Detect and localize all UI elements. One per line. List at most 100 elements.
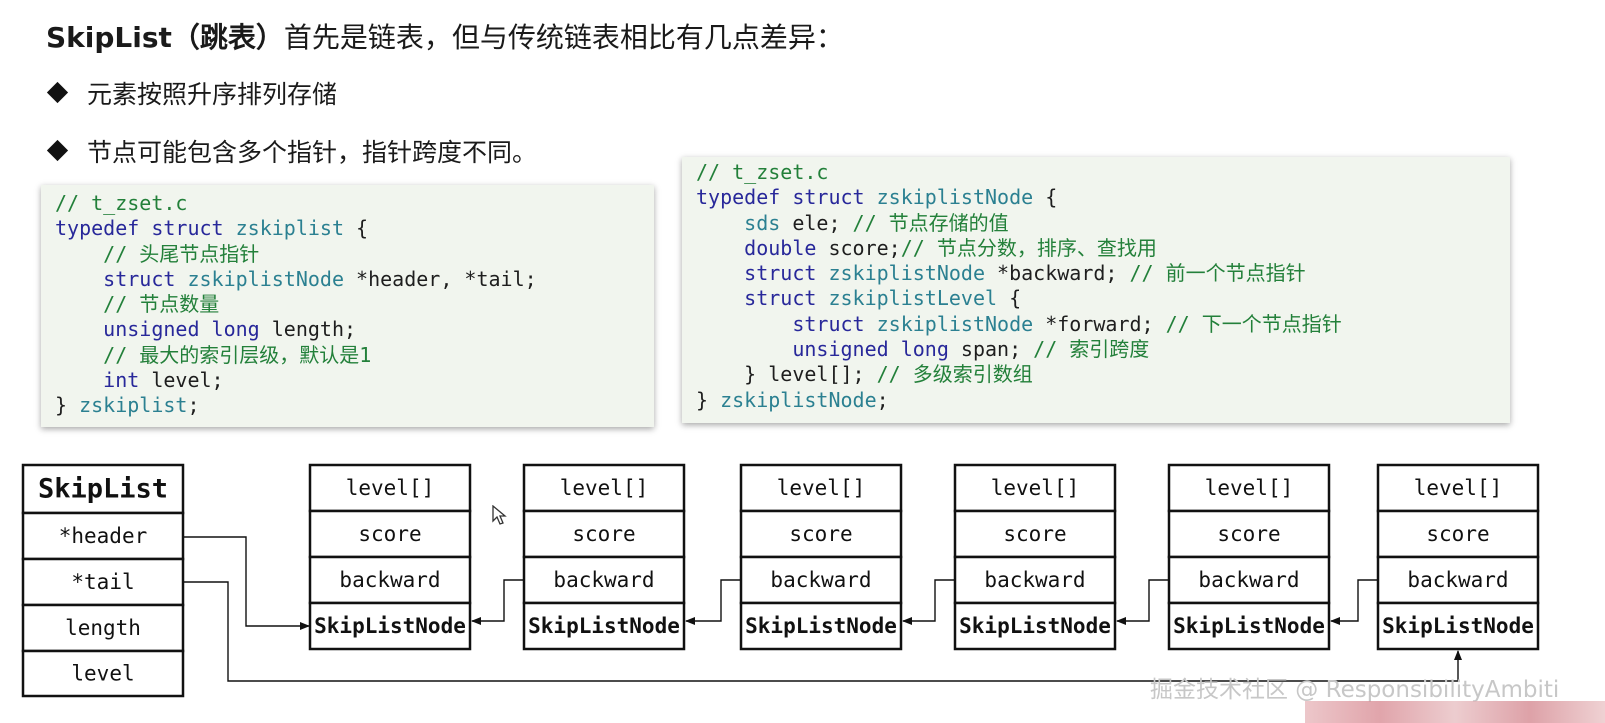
code-token: // 节点分数，排序、查找用 (900, 235, 1157, 260)
backward-pointer-arrow (1116, 579, 1169, 625)
code-token: struct (55, 266, 188, 291)
code-line: // t_zset.c (696, 160, 1510, 185)
code-token: score; (828, 235, 901, 260)
code-line: struct zskiplistNode *header, *tail; (55, 267, 654, 292)
node-field-label: score (572, 522, 635, 546)
skiplist-field-cell (21, 557, 185, 607)
node-field-label: backward (770, 568, 871, 592)
node-name-cell (522, 601, 686, 651)
code-token: // t_zset.c (55, 191, 188, 215)
page-heading: SkipList（跳表）首先是链表，但与传统链表相比有几点差异： (46, 20, 844, 56)
node-name-label: SkipListNode (528, 614, 680, 638)
code-token: double (696, 235, 829, 260)
code-token: // 前一个节点指针 (1129, 261, 1306, 286)
bullet-text: 元素按照升序排列存储 (87, 80, 338, 109)
node-field-label: level[] (991, 476, 1080, 500)
code-token: } level[]; (696, 362, 877, 387)
code-token: struct (696, 311, 877, 336)
code-line: } zskiplistNode; (696, 388, 1510, 413)
heading-bold: SkipList（跳表） (46, 21, 284, 54)
backward-pointer-arrow (685, 579, 741, 625)
pointer-connectors (183, 536, 1462, 682)
code-token: sds (696, 210, 793, 235)
node-name-label: SkipListNode (1173, 614, 1325, 638)
node-name-label: SkipListNode (745, 614, 897, 638)
code-token: // 节点存储的值 (852, 210, 1009, 235)
skiplist-field-cell (21, 511, 185, 561)
code-token: length; (271, 317, 357, 342)
heading-rest: 首先是链表，但与传统链表相比有几点差异： (283, 21, 844, 54)
node-field-cell (953, 555, 1117, 605)
node-field-cell (308, 463, 472, 513)
node-field-label: score (1003, 522, 1066, 546)
tail-pointer-arrow (183, 581, 1462, 682)
node-name-cell (739, 601, 903, 651)
node-field-label: level[] (1414, 476, 1503, 500)
node-field-cell (1376, 555, 1540, 605)
code-line: struct zskiplistLevel { (696, 286, 1510, 311)
node-field-cell (1376, 509, 1540, 559)
code-line: struct zskiplistNode *backward; // 前一个节点… (696, 261, 1510, 286)
node-field-cell (1167, 555, 1331, 605)
code-token: // 索引跨度 (1033, 337, 1150, 362)
code-token: unsigned long (55, 317, 272, 342)
code-line: int level; (55, 368, 654, 393)
code-line: // 节点数量 (55, 292, 654, 317)
skiplist-field-label: *header (59, 524, 148, 548)
bullet-item: 节点可能包含多个指针，指针跨度不同。 (46, 136, 538, 170)
code-token: span; (960, 337, 1034, 362)
node-field-cell (522, 463, 686, 513)
code-token: zskiplistLevel (828, 286, 998, 311)
node-field-cell (1167, 463, 1331, 513)
code-line: // 最大的索引层级，默认是1 (55, 343, 654, 368)
skiplist-field-label: length (65, 616, 141, 640)
backward-pointer-arrow (902, 579, 955, 625)
code-token: struct (696, 261, 829, 286)
code-line: } zskiplist; (55, 393, 654, 418)
code-token: *forward; (1033, 311, 1166, 336)
bullet-text: 节点可能包含多个指针，指针跨度不同。 (87, 138, 538, 167)
skiplist-field-label: *tail (71, 570, 134, 594)
code-line: typedef struct zskiplist { (55, 216, 654, 241)
node-field-cell (739, 555, 903, 605)
node-field-label: level[] (346, 476, 435, 500)
code-token: { (997, 286, 1022, 311)
code-token: zskiplistNode (720, 387, 877, 412)
header-pointer-arrow (183, 536, 310, 630)
code-token: ; (187, 393, 200, 418)
node-field-label: backward (1198, 568, 1299, 592)
code-token: ; (876, 387, 889, 412)
node-field-label: backward (1407, 568, 1508, 592)
node-field-label: backward (339, 568, 440, 592)
code-token: zskiplist (235, 216, 344, 241)
backward-pointer-arrow (471, 579, 524, 625)
code-token: // 节点数量 (55, 292, 220, 317)
node-field-label: level[] (1205, 476, 1294, 500)
code-line: // t_zset.c (55, 191, 654, 216)
code-token: zskiplist (79, 393, 188, 418)
code-token: // t_zset.c (696, 160, 829, 184)
node-name-label: SkipListNode (959, 614, 1111, 638)
node-field-cell (522, 509, 686, 559)
watermark: 掘金技术社区 @ ResponsibilityAmbiti (1150, 677, 1560, 703)
node-field-label: backward (984, 568, 1085, 592)
code-token: zskiplistNode (876, 185, 1034, 210)
mouse-cursor-icon (492, 505, 507, 525)
code-line: double score;// 节点分数，排序、查找用 (696, 236, 1510, 261)
node-field-cell (308, 509, 472, 559)
code-token: unsigned long (696, 337, 961, 362)
code-line: // 头尾节点指针 (55, 242, 654, 267)
code-token: } (696, 387, 721, 412)
code-token: // 头尾节点指针 (55, 241, 260, 266)
code-token: level; (151, 368, 224, 393)
skiplist-field-cell (21, 649, 185, 698)
